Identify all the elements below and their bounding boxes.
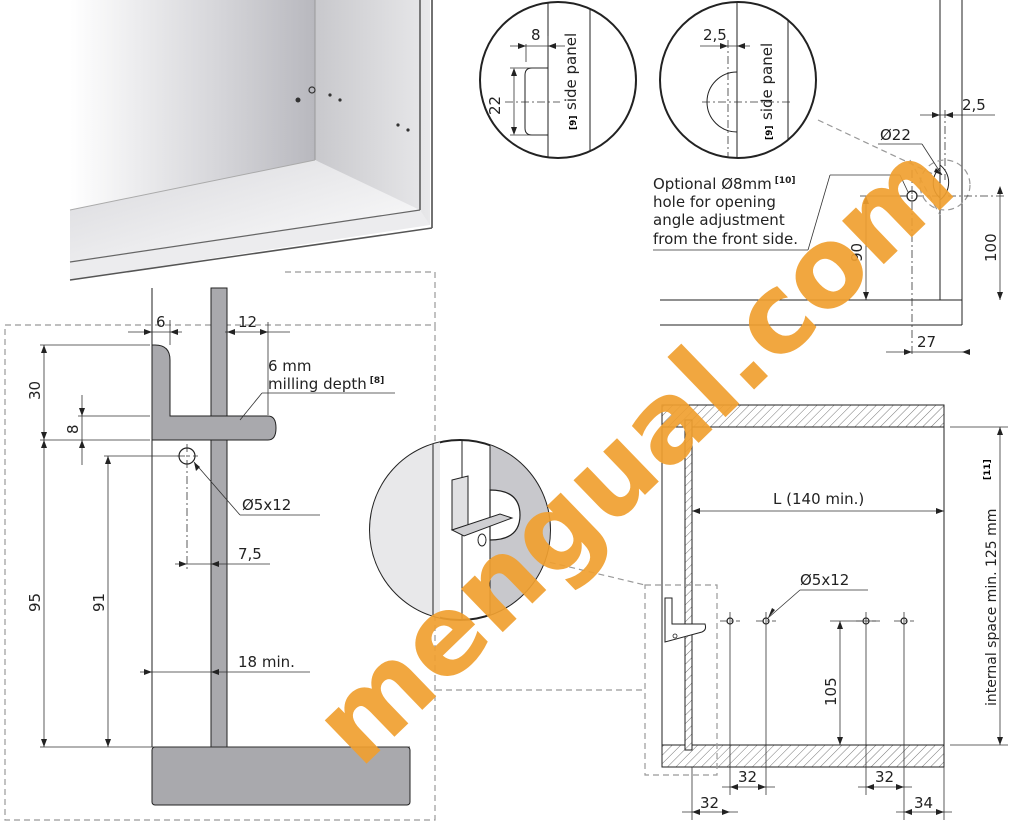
side-panel-label-1: side panel (562, 33, 580, 110)
top-right-side-view: 2,5 Ø22 100 90 27 Optional Ø8mm[10] hole… (653, 0, 1005, 355)
dim-8: 8 (64, 424, 82, 434)
dim-6: 6 (156, 313, 166, 331)
dim-8-detail: 8 (531, 26, 541, 44)
length-label: L (140 min.) (773, 490, 864, 508)
dim-2-5-side: 2,5 (962, 96, 986, 114)
internal-space-label: internal space min. 125 mm (984, 509, 1000, 706)
dim-22-detail: 22 (486, 96, 504, 115)
hole-diameter-drawer: Ø5x12 (800, 571, 849, 589)
diameter-22: Ø22 (880, 126, 911, 144)
dim-7-5: 7,5 (238, 545, 262, 563)
dim-91: 91 (90, 593, 108, 612)
dim-34: 34 (914, 794, 933, 812)
note-line-3: angle adjustment (653, 211, 785, 229)
dim-32-holes-right: 32 (875, 768, 894, 786)
internal-space-ref: [11] (983, 459, 993, 480)
dim-2-5-detail: 2,5 (703, 26, 727, 44)
drawer-front-view: L (140 min.) Ø5x12 105 internal space mi… (644, 404, 1008, 820)
dim-32-edge: 32 (700, 794, 719, 812)
detail-circle-hole-offset: 2,5 [9] side panel (659, 1, 817, 159)
hole-diameter-left: Ø5x12 (242, 496, 291, 514)
dim-95: 95 (26, 593, 44, 612)
note-line-2: hole for opening (653, 193, 776, 211)
dim-100: 100 (982, 233, 1000, 262)
detail-circle-hole-depth: 8 22 [9] side panel (479, 1, 637, 159)
cabinet-perspective (69, 0, 433, 281)
dim-90: 90 (848, 243, 866, 262)
dim-32-holes-left: 32 (738, 768, 757, 786)
note-line-1: Optional Ø8mm[10] (653, 175, 796, 193)
dim-18-min: 18 min. (238, 653, 295, 671)
dim-27: 27 (917, 333, 936, 351)
dim-12: 12 (238, 313, 257, 331)
side-panel-label-2: side panel (758, 43, 776, 120)
note-line-4: from the front side. (653, 230, 798, 248)
milling-line-1: 6 mm (268, 357, 312, 375)
side-panel-ref-2: [9] (765, 126, 775, 141)
dim-30: 30 (26, 381, 44, 400)
milling-line-2: milling depth[8] (268, 375, 384, 393)
section-view: 6 12 6 mm milling depth[8] 30 8 95 (4, 271, 436, 821)
dim-105: 105 (822, 677, 840, 706)
side-panel-ref-1: [9] (569, 116, 579, 131)
